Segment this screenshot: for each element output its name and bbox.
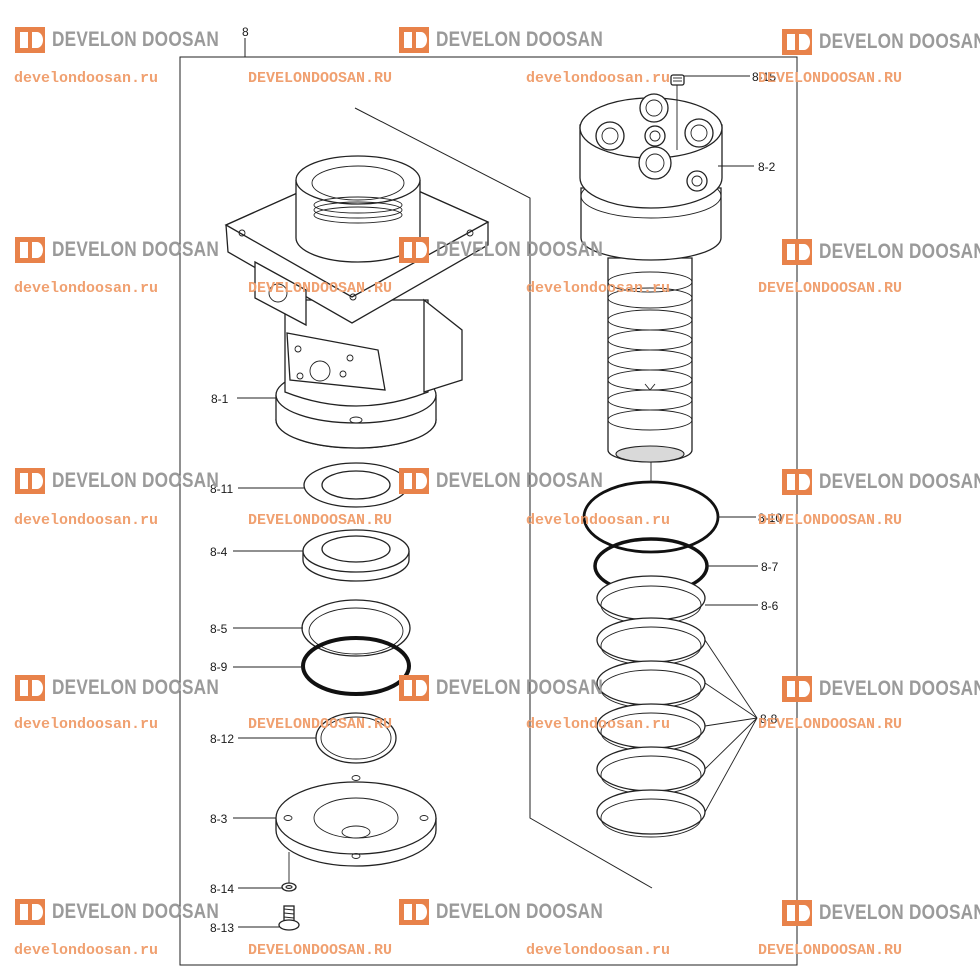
part-8-1-swivel-body <box>224 155 490 449</box>
part-labels: 8-1 8-2 8-3 8-4 8-5 8-6 8-7 8-8 8-9 8-10… <box>210 70 782 935</box>
part-8-2-spindle <box>579 93 723 463</box>
assembly-label: 8 <box>242 25 249 39</box>
label-8-8: 8-8 <box>760 712 778 726</box>
label-8-6: 8-6 <box>761 599 779 613</box>
label-8-12: 8-12 <box>210 732 234 746</box>
part-8-4-washer <box>302 529 410 582</box>
label-8-9: 8-9 <box>210 660 228 674</box>
part-8-15-plug <box>670 74 685 150</box>
label-8-7: 8-7 <box>761 560 779 574</box>
label-8-11: 8-11 <box>210 482 233 496</box>
label-8-4: 8-4 <box>210 545 228 559</box>
part-8-9-o-ring <box>301 636 411 696</box>
part-8-8-seal-stack <box>596 617 706 838</box>
leader-lines <box>233 75 758 928</box>
label-8-13: 8-13 <box>210 921 234 935</box>
part-8-14-lock-washer <box>281 852 297 892</box>
part-8-3-cover <box>275 775 437 867</box>
part-8-12-o-ring <box>315 712 397 764</box>
label-8-10: 8-10 <box>758 511 782 525</box>
label-8-2: 8-2 <box>758 160 776 174</box>
label-8-3: 8-3 <box>210 812 228 826</box>
label-8-15: 8-15 <box>752 70 776 84</box>
part-8-6-seal <box>596 575 706 625</box>
label-8-1: 8-1 <box>211 392 229 406</box>
part-8-11-thrust-plate <box>303 462 409 508</box>
part-8-13-bolt <box>278 905 300 931</box>
assembly-frame <box>179 38 798 966</box>
label-8-14: 8-14 <box>210 882 234 896</box>
label-8-5: 8-5 <box>210 622 228 636</box>
